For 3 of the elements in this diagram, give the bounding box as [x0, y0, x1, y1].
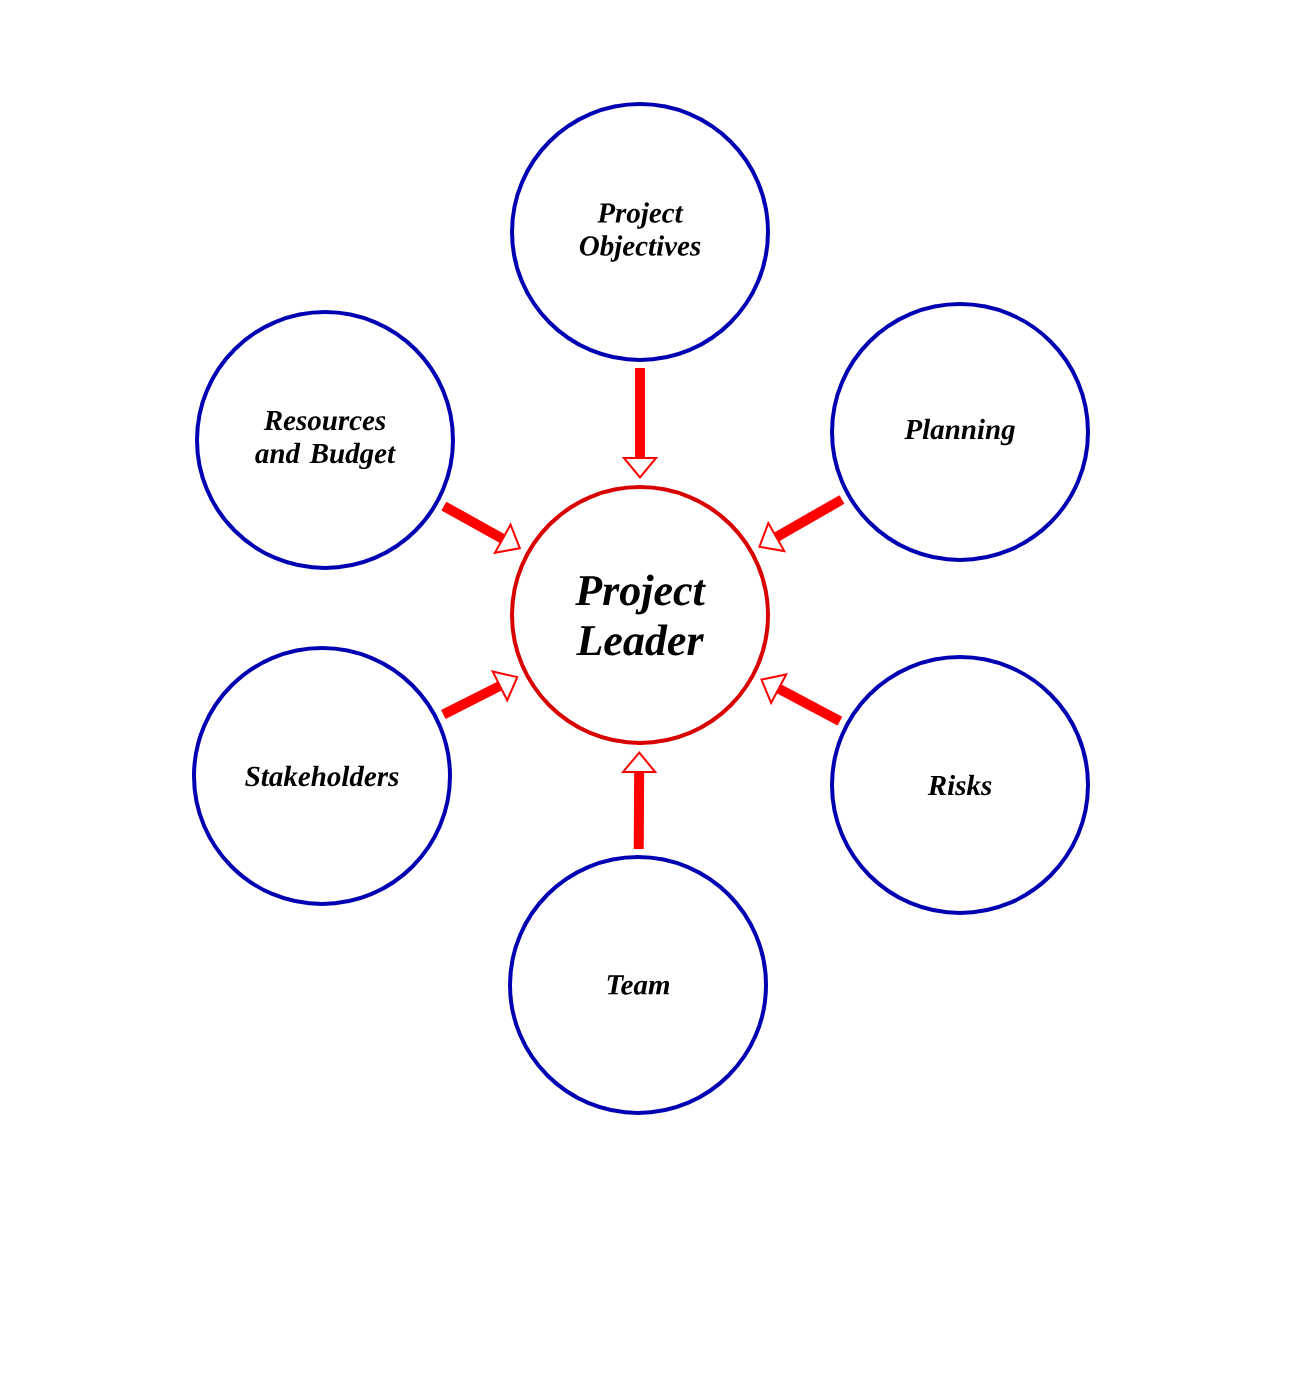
block-arrow — [441, 670, 519, 720]
block-arrow — [758, 495, 845, 553]
block-arrow — [760, 673, 843, 726]
